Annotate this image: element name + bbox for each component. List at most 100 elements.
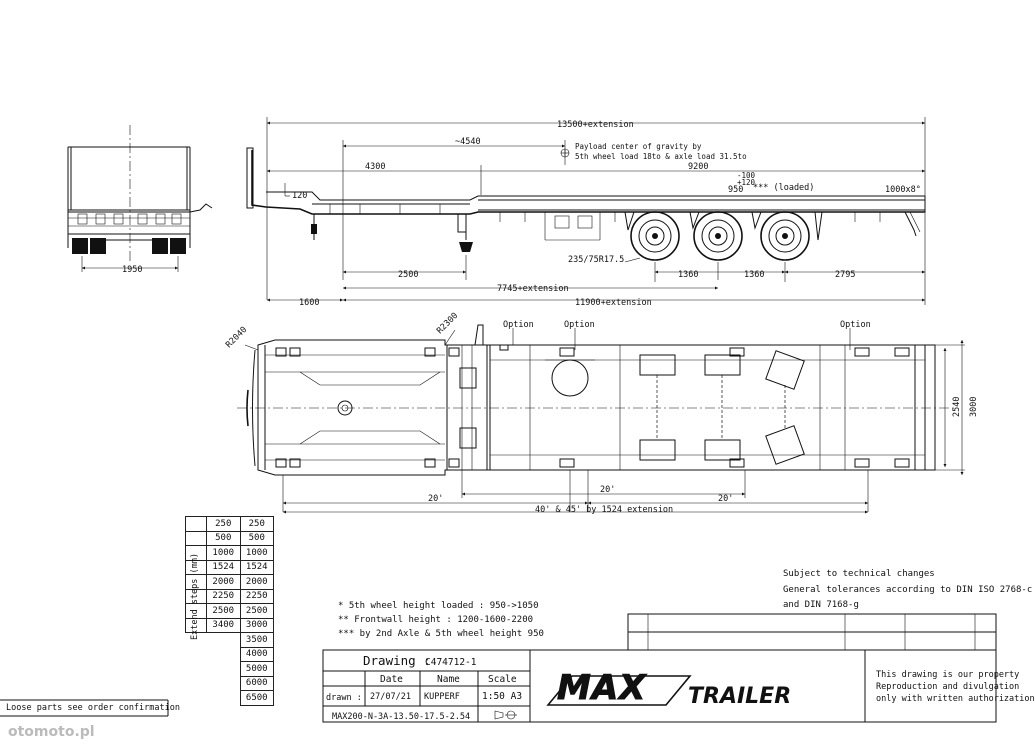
extend-steps-row: 4000 [186, 646, 274, 662]
extend-step-b: 1000 [239, 545, 274, 561]
date-value: 27/07/21 [370, 692, 411, 702]
logo-max-text: MAX [556, 668, 647, 709]
logo-trailer-text: TRAILER [688, 684, 792, 709]
tolerance-note-1: Subject to technical changes [783, 569, 935, 579]
extend-step-b: 3000 [239, 617, 274, 633]
max-trailer-logo: MAX TRAILER [530, 668, 860, 714]
fifth-wheel-height-label: 950 [728, 185, 743, 195]
extend-step-b: 5000 [239, 661, 274, 677]
tolerance-plus: +120 [737, 178, 756, 187]
extend-steps-row: 6500 [186, 690, 274, 706]
front-view [67, 125, 213, 272]
extend-steps-label-cell [186, 662, 207, 677]
wheel-2 [693, 211, 743, 261]
wheel-3 [760, 211, 810, 261]
name-header: Name [437, 674, 460, 685]
extend-steps-row: 6000 [186, 675, 274, 691]
extend-step-a: 2000 [206, 574, 241, 590]
kingpin-distance-label: 4300 [365, 162, 385, 172]
axle-spacing-1-label: 1360 [678, 270, 698, 280]
extend-step-a: 2250 [206, 588, 241, 604]
property-note-1: This drawing is our property [876, 670, 1020, 680]
name-value: KUPPERF [424, 692, 460, 702]
extend-step-b: 6000 [239, 675, 274, 691]
wheel-1 [630, 211, 680, 261]
extend-step-b: 1524 [239, 559, 274, 575]
tolerance-minus: -100 [737, 171, 756, 180]
trailer-drawing: 1950 [0, 117, 997, 723]
front-width-label: 1950 [122, 265, 142, 275]
axle-spacing-2-label: 1360 [744, 270, 764, 280]
tyre-size-label: 235/75R17.5 [568, 255, 624, 265]
property-note-2: Reproduction and divulgation [876, 682, 1020, 692]
extend-steps-label-cell [186, 647, 207, 662]
landing-gear-label: 2500 [398, 270, 418, 280]
container-20-middle: 20' [600, 485, 615, 495]
extend-step-a [206, 632, 241, 647]
payload-note-1: Payload center of gravity by [575, 142, 702, 151]
ramp-label: 1000x8° [885, 185, 921, 195]
extend-step-b: 2000 [239, 574, 274, 590]
title-block-lines [0, 613, 997, 723]
tolerance-note-3: and DIN 7168-g [783, 600, 859, 610]
tolerance-note-2: General tolerances according to DIN ISO … [783, 585, 1033, 595]
gooseneck-height-label: 120 [292, 191, 307, 201]
watermark-text: otomoto.pl [8, 724, 95, 740]
payload-note-2: 5th wheel load 18to & axle load 31.5to [575, 152, 747, 161]
neck-radius-label: R2300 [435, 311, 460, 336]
extend-step-a [206, 690, 241, 705]
outer-width-label: 3000 [969, 397, 979, 417]
option-label-3: Option [840, 320, 871, 330]
option-label-2: Option [564, 320, 595, 330]
extend-step-a [206, 661, 241, 676]
extend-step-b: 2250 [239, 588, 274, 604]
property-note-3: only with written authorization [876, 694, 1035, 704]
front-radius-label: R2040 [224, 325, 249, 350]
extend-steps-row: 5000 [186, 661, 274, 677]
container-20-left: 20' [428, 494, 443, 504]
extend-step-a: 250 [206, 516, 241, 532]
footnote-2: ** Frontwall height : 1200-1600-2200 [338, 615, 534, 625]
extend-steps-label: Extend steps (mm) [190, 553, 200, 640]
footnote-1: * 5th wheel height loaded : 950->1050 [338, 601, 539, 611]
model-code: MAX200-N-3A-13.50-17.5-2.54 [332, 712, 470, 722]
technical-drawing-sheet: 1950 [0, 117, 1035, 740]
loose-parts-note: Loose parts see order confirmation [6, 703, 180, 713]
front-overhang-label: 1600 [299, 298, 319, 308]
footnote-3: *** by 2nd Axle & 5th wheel height 950 [338, 629, 544, 639]
extend-step-b: 3500 [239, 632, 274, 648]
extend-step-b: 2500 [239, 603, 274, 619]
extend-steps-label-cell [184, 530, 208, 546]
extend-step-a: 1524 [206, 559, 241, 575]
scale-header: Scale [488, 674, 517, 685]
top-view [237, 324, 965, 514]
extend-step-a: 2500 [206, 603, 241, 619]
extend-steps-label-cell [184, 516, 208, 532]
extend-steps-label-cell [186, 676, 207, 691]
side-view [246, 117, 926, 305]
date-header: Date [380, 674, 403, 685]
deck-length-label: 9200 [688, 162, 708, 172]
extend-step-b: 250 [239, 516, 274, 532]
loaded-note: *** (loaded) [753, 183, 814, 193]
extend-step-a: 3400 [206, 617, 241, 633]
extend-step-b: 500 [239, 530, 274, 546]
drawing-number: C474712-1 [425, 657, 477, 668]
container-40-label: 40' & 45' by 1524 extension [535, 505, 673, 515]
inner-width-label: 2540 [952, 397, 962, 417]
gooseneck-offset-label: ~4540 [455, 137, 481, 147]
extend-step-a: 500 [206, 530, 241, 546]
axle-distance-label: 7745+extension [497, 284, 569, 294]
overall-length-label: 13500+extension [557, 120, 634, 130]
extend-steps-label-cell [184, 617, 208, 633]
extend-steps-label-cell [186, 691, 207, 706]
scale-value: 1:50 A3 [482, 691, 522, 702]
